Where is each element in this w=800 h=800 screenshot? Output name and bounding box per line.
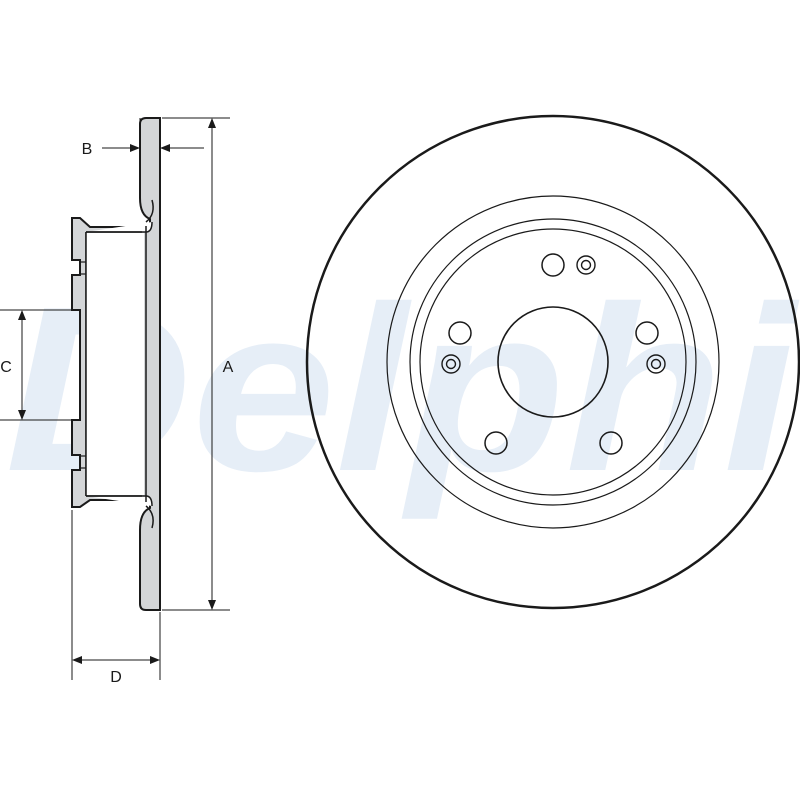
dimension-lines: [0, 117, 230, 680]
dimension-label-b: B: [82, 141, 93, 158]
side-section-view: [71, 117, 161, 611]
hat-inner: [419, 228, 687, 496]
screw-hole: [646, 354, 666, 374]
bolt-hole: [635, 321, 659, 345]
screw-hole: [576, 255, 596, 275]
front-view: [305, 114, 800, 610]
hat-hollow: [86, 233, 144, 495]
bolt-hole: [541, 253, 565, 277]
bolt-hole: [484, 431, 508, 455]
friction-ring-inner: [386, 195, 720, 529]
dimension-label-c: C: [0, 359, 12, 376]
dimension-label-a: A: [223, 359, 234, 376]
disc-outer-edge: [305, 114, 800, 610]
centre-bore: [497, 306, 609, 418]
bolt-hole: [599, 431, 623, 455]
hat-outer: [409, 218, 697, 506]
bolt-hole: [448, 321, 472, 345]
screw-hole: [441, 354, 461, 374]
dimension-label-d: D: [110, 669, 122, 686]
